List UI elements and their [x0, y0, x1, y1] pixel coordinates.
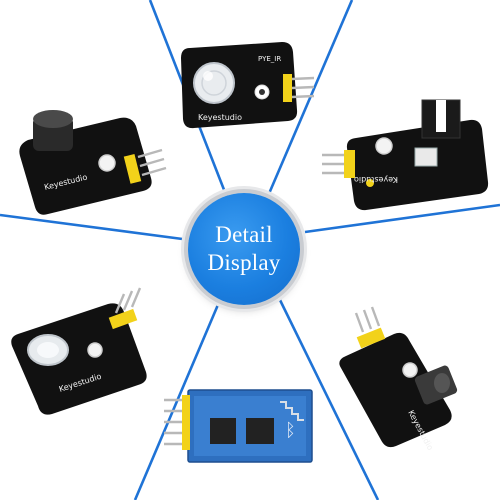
- bt-header-pins: [182, 395, 190, 450]
- bluetooth-module: ᛒ: [164, 389, 313, 463]
- divider-line-left: [0, 213, 191, 242]
- ir-receiver-header-pins: [356, 327, 386, 349]
- interrupter-header-pins: [344, 150, 355, 178]
- divider-line-right: [304, 203, 500, 234]
- bluetooth-icon: ᛒ: [285, 420, 296, 441]
- pir-dome-icon: [193, 62, 235, 104]
- ir-receiver-module: Keyestudio: [339, 306, 458, 452]
- badge-line-1: Detail: [215, 222, 273, 247]
- pir-header-pins: [283, 74, 292, 102]
- bt-chip-right: [246, 418, 274, 444]
- bt-chip-left: [210, 418, 236, 444]
- pir-sensor-module: Keyestudio PYE_IR: [181, 42, 315, 129]
- photo-interrupter-module: Keyestudio: [322, 99, 489, 211]
- sound-sensor-module: Keyestudio: [19, 110, 167, 215]
- detail-display-badge: Detail Display: [188, 193, 300, 305]
- bt-antenna-trace: [280, 401, 304, 421]
- divider-line-lower-right: [278, 299, 380, 500]
- interrupter-brand-text: Keyestudio: [354, 175, 398, 184]
- ir-led-module: Keyestudio: [11, 287, 147, 415]
- pir-model-text: PYE_IR: [258, 55, 281, 63]
- pir-brand-text: Keyestudio: [198, 113, 242, 122]
- ir-led-header-pins: [108, 308, 138, 330]
- sound-header-pins: [123, 153, 142, 184]
- badge-line-2: Display: [207, 250, 281, 275]
- divider-line-upper-right: [266, 0, 354, 197]
